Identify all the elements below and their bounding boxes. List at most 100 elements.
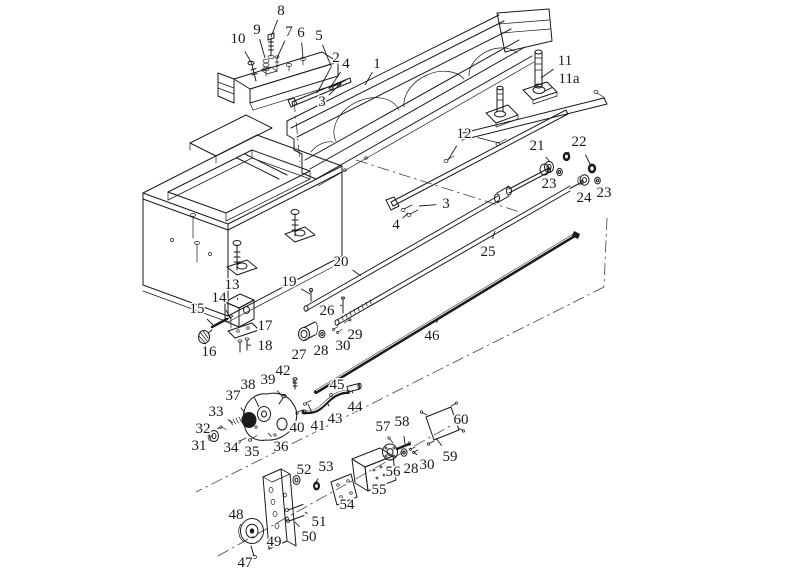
- feed-rod: [303, 167, 551, 312]
- leader-line-25: [491, 230, 496, 239]
- leader-line-10: [244, 50, 253, 65]
- leader-line-9: [259, 38, 266, 59]
- leader-line-3: [418, 204, 437, 207]
- leader-line-41: [307, 403, 313, 414]
- leader-line-6: [301, 42, 304, 60]
- part-number-20: 20: [334, 254, 349, 270]
- part-number-25: 25: [481, 244, 496, 260]
- leader-line-43: [327, 403, 330, 407]
- part-number-28: 28: [404, 461, 419, 477]
- stand-leveling-feet: [226, 209, 316, 276]
- part-number-16: 16: [202, 344, 218, 360]
- leader-line-26: [339, 304, 343, 307]
- part-number-33: 33: [209, 404, 224, 420]
- part-number-29: 29: [348, 327, 363, 343]
- part-number-42: 42: [276, 363, 291, 379]
- leader-line-5: [322, 44, 332, 67]
- part-number-48: 48: [229, 507, 244, 523]
- leader-line-23: [557, 170, 560, 174]
- leader-line-14: [225, 309, 232, 320]
- leader-line-31: [209, 434, 214, 438]
- leader-line-59: [435, 437, 443, 446]
- leader-line-50: [294, 521, 300, 528]
- main-bed: [286, 8, 553, 187]
- leader-line-21: [545, 156, 551, 163]
- part-number-11: 11: [558, 53, 572, 69]
- bearing-set: [539, 151, 601, 186]
- leader-line-22: [584, 154, 592, 167]
- part-number-31: 31: [192, 438, 207, 454]
- leader-line-39: [276, 390, 283, 397]
- part-number-24: 24: [577, 190, 593, 206]
- leader-line-46: [436, 318, 439, 323]
- part-number-58: 58: [395, 414, 410, 430]
- part-number-21: 21: [530, 138, 545, 154]
- centerlines: [195, 99, 608, 557]
- part-number-47: 47: [238, 555, 254, 571]
- part-number-46: 46: [425, 328, 441, 344]
- part-number-28: 28: [314, 343, 329, 359]
- part-number-12: 12: [457, 126, 472, 142]
- part-number-32: 32: [196, 421, 211, 437]
- part-number-6: 6: [297, 25, 305, 41]
- leader-line-38: [253, 397, 260, 408]
- part-number-39: 39: [261, 372, 276, 388]
- part-number-60: 60: [454, 412, 469, 428]
- part-number-36: 36: [274, 439, 290, 455]
- part-number-2: 2: [332, 50, 340, 66]
- part-number-23: 23: [597, 185, 612, 201]
- part-number-37: 37: [226, 388, 242, 404]
- bed-stand: [142, 114, 343, 323]
- part-number-30: 30: [336, 338, 351, 354]
- leader-line-44: [351, 389, 354, 394]
- leader-line-8: [270, 19, 279, 38]
- part-number-26: 26: [320, 303, 336, 319]
- part-number-59: 59: [443, 449, 458, 465]
- leader-line-7: [276, 40, 286, 59]
- part-number-57: 57: [376, 419, 392, 435]
- part-number-10: 10: [231, 31, 246, 47]
- part-number-54: 54: [340, 497, 356, 513]
- part-number-5: 5: [315, 28, 323, 44]
- part-number-53: 53: [319, 459, 334, 475]
- leader-line-13: [236, 297, 239, 301]
- leader-line-36: [267, 432, 272, 438]
- leader-line-33: [227, 419, 234, 424]
- part-number-49: 49: [267, 534, 282, 550]
- part-number-22: 22: [572, 134, 587, 150]
- part-number-19: 19: [282, 274, 297, 290]
- leader-line-4: [402, 212, 409, 219]
- part-number-17: 17: [258, 318, 274, 334]
- leader-line-4: [329, 71, 342, 89]
- part-number-18: 18: [258, 338, 273, 354]
- lead-screw: [298, 179, 584, 341]
- part-number-51: 51: [312, 514, 327, 530]
- leader-line-2: [316, 66, 332, 94]
- drive-rod: [314, 231, 580, 394]
- part-number-35: 35: [245, 444, 260, 460]
- part-number-27: 27: [292, 347, 308, 363]
- leader-line-12: [447, 145, 458, 161]
- part-number-11a: 11a: [558, 71, 579, 87]
- end-bracket-assembly: [238, 468, 320, 559]
- stop-bracket: [198, 293, 260, 353]
- leader-line-30: [412, 450, 418, 456]
- part-number-9: 9: [253, 22, 261, 38]
- leader-line-42: [292, 380, 296, 384]
- bed-legs: [458, 49, 608, 141]
- leader-line-51: [304, 511, 308, 515]
- leader-line-12: [477, 137, 500, 144]
- part-number-55: 55: [372, 482, 387, 498]
- part-number-15: 15: [190, 301, 205, 317]
- part-number-38: 38: [241, 377, 256, 393]
- leader-line-1: [364, 71, 373, 86]
- support-wheel-assembly: [382, 401, 466, 461]
- part-number-40: 40: [290, 420, 305, 436]
- part-number-56: 56: [386, 464, 402, 480]
- part-number-1: 1: [373, 56, 381, 72]
- part-number-44: 44: [348, 399, 364, 415]
- part-number-52: 52: [297, 462, 312, 478]
